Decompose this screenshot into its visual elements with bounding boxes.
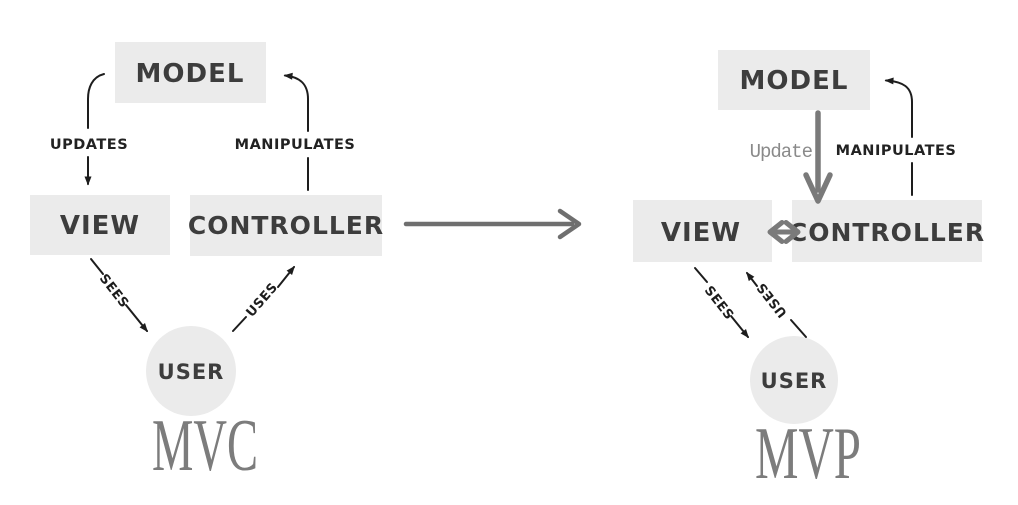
mvc-sees-arrow-icon	[90, 258, 148, 333]
mvc-updates-arrow-icon	[84, 73, 105, 186]
mvp-update-arrow-icon	[803, 110, 833, 204]
mvp-uses-label: USES	[754, 279, 791, 320]
mvp-update-label: Update	[750, 141, 813, 163]
mvp-model-label: MODEL	[740, 66, 849, 96]
mvc-view-box	[30, 195, 170, 255]
mvc-manipulates-label: MANIPULATES	[235, 137, 356, 153]
mvp-view-label: VIEW	[661, 218, 741, 248]
mvc-controller-label: CONTROLLER	[188, 211, 384, 240]
mvc-uses-label: USES	[244, 280, 282, 320]
mvp-manipulates-arrow-icon	[884, 77, 913, 196]
mvc-updates-label: UPDATES	[50, 137, 128, 153]
mvp-controller-label: CONTROLLER	[789, 218, 985, 247]
mvp-uses-arrow-icon	[746, 271, 807, 338]
mvp-user-circle	[750, 336, 838, 424]
mvc-user-circle	[146, 326, 236, 416]
mvp-manipulates-label: MANIPULATES	[836, 143, 957, 159]
mvc-model-label: MODEL	[136, 59, 245, 89]
mvp-view-box	[633, 200, 772, 262]
mvc-user-label: USER	[158, 360, 225, 384]
mvc-model-box	[115, 42, 266, 103]
mvp-user-label: USER	[761, 369, 828, 393]
mvp-panel: MODEL VIEW CONTROLLER USER Update MANIPU…	[633, 50, 985, 495]
mvc-manipulates-arrow-icon	[283, 72, 309, 191]
mvc-view-label: VIEW	[60, 211, 140, 241]
mvp-sees-arrow-icon	[694, 267, 749, 339]
mvc-title: MVC	[152, 405, 258, 487]
mvc-sees-label: SEES	[96, 272, 132, 312]
mvp-view-controller-two-way-arrow-icon	[767, 220, 801, 244]
mvc-controller-box	[190, 195, 382, 256]
mvp-title: MVP	[755, 413, 861, 495]
mvp-sees-label: SEES	[701, 284, 737, 324]
mvc-to-mvp-arrow-icon	[403, 208, 582, 240]
mvc-panel: MODEL VIEW CONTROLLER USER UPDATES MANIP…	[30, 42, 384, 487]
mvp-controller-box	[792, 200, 982, 262]
mvc-uses-arrow-icon	[232, 265, 295, 332]
mvp-model-box	[718, 50, 870, 110]
